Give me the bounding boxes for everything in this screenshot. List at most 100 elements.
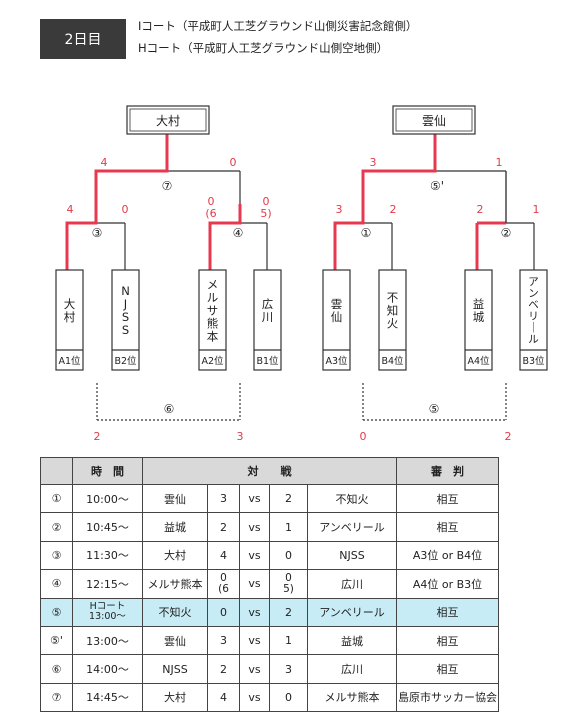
team-name-char: 本	[207, 330, 219, 344]
right-consolation-score-left: 0	[360, 430, 367, 443]
vs-label: vs	[239, 654, 270, 684]
team-2: メルサ熊本	[307, 682, 397, 713]
team-2: NJSS	[307, 540, 397, 571]
team-1: 雲仙	[142, 625, 208, 656]
match-time: 13:00～	[72, 625, 143, 656]
left-team-box-3: 広川 B1位	[253, 269, 282, 371]
header-match: 対 戦	[142, 457, 397, 485]
right-semi1-score-b: 2	[390, 203, 397, 216]
court-h-label: Hコート（平成町人工芝グラウンド山側空地側）	[138, 41, 389, 55]
right-consolation-label: ⑤	[429, 402, 440, 416]
left-final-score-left: 4	[101, 156, 108, 169]
left-semi2-score-b: 0	[263, 195, 270, 208]
team-2: 広川	[307, 654, 397, 684]
score-2: 0	[269, 682, 308, 713]
match-number: ⑤'	[40, 625, 73, 656]
team-name-char: 川	[262, 310, 274, 324]
left-champion-box: 大村	[126, 105, 210, 135]
match-number: ②	[40, 512, 73, 542]
right-semi2-score-b: 1	[533, 203, 540, 216]
score-1: 4	[207, 682, 240, 713]
team-name-char: S	[122, 310, 129, 324]
team-1: 大村	[142, 682, 208, 713]
vs-label: vs	[239, 597, 270, 627]
team-seed: B3位	[522, 355, 545, 367]
referee: 相互	[396, 597, 499, 627]
team-seed: B2位	[114, 355, 137, 367]
team-seed: B1位	[256, 355, 279, 367]
left-consolation-score-left: 2	[94, 430, 101, 443]
referee: 相互	[396, 512, 499, 542]
left-consolation-label: ⑥	[164, 402, 175, 416]
team-2: 不知火	[307, 483, 397, 514]
team-2: 益城	[307, 625, 397, 656]
referee: 相互	[396, 483, 499, 514]
right-semi2-label: ②	[501, 226, 512, 240]
header-referee: 審 判	[396, 457, 499, 485]
team-1: NJSS	[142, 654, 208, 684]
left-semi2-score-a: 0	[208, 195, 215, 208]
left-semi1-label: ③	[92, 226, 103, 240]
day-badge: 2日目	[40, 19, 126, 59]
team-2: アンベリール	[307, 512, 397, 542]
left-consolation-score-right: 3	[237, 430, 244, 443]
score-1: 3	[207, 483, 240, 514]
vs-label: vs	[239, 569, 270, 599]
vs-label: vs	[239, 512, 270, 542]
match-number: ⑥	[40, 654, 73, 684]
score-1: 4	[207, 540, 240, 571]
team-name-char: 城	[473, 310, 485, 324]
team-name-char: ル	[207, 291, 219, 305]
match-number: ⑦	[40, 682, 73, 713]
match-time: 14:00～	[72, 654, 143, 684]
match-time: 12:15～	[72, 569, 143, 599]
score-1: 0(6	[207, 569, 240, 599]
team-1: メルサ熊本	[142, 569, 208, 599]
team-name-char: サ	[207, 304, 219, 318]
match-number: ①	[40, 483, 73, 514]
referee: 相互	[396, 654, 499, 684]
right-final-score-right: 1	[496, 156, 503, 169]
team-1: 益城	[142, 512, 208, 542]
score-1: 2	[207, 512, 240, 542]
left-semi2-score-b2: 5)	[260, 207, 271, 220]
team-name-char: 知	[387, 304, 399, 318]
team-2: アンベリール	[307, 597, 397, 627]
team-name-char: リ	[528, 311, 539, 323]
team-1: 不知火	[142, 597, 208, 627]
team-name-char: 広	[262, 297, 274, 311]
court-i-label: Iコート（平成町人工芝グラウンド山側災害記念館側）	[138, 19, 418, 33]
score-2: 2	[269, 483, 308, 514]
team-2: 広川	[307, 569, 397, 599]
team-name-char: ア	[528, 276, 539, 288]
team-seed: A4位	[467, 355, 490, 367]
tournament-bracket: 大村 雲仙 4 0 4 0 0 (6 0 5) 2 3 3 1 3 2 2 1 …	[55, 105, 548, 443]
left-semi1-score-a: 4	[67, 203, 74, 216]
team-1: 大村	[142, 540, 208, 571]
right-semi2-score-a: 2	[477, 203, 484, 216]
team-name-char: S	[122, 323, 129, 337]
match-time: 14:45～	[72, 682, 143, 713]
match-number: ④	[40, 569, 73, 599]
score-2: 3	[269, 654, 308, 684]
left-champion-name: 大村	[156, 114, 180, 128]
stacked-score: 0(6	[218, 571, 229, 595]
score-1: 3	[207, 625, 240, 656]
team-name-char: メ	[207, 278, 219, 292]
score-2: 0	[269, 540, 308, 571]
